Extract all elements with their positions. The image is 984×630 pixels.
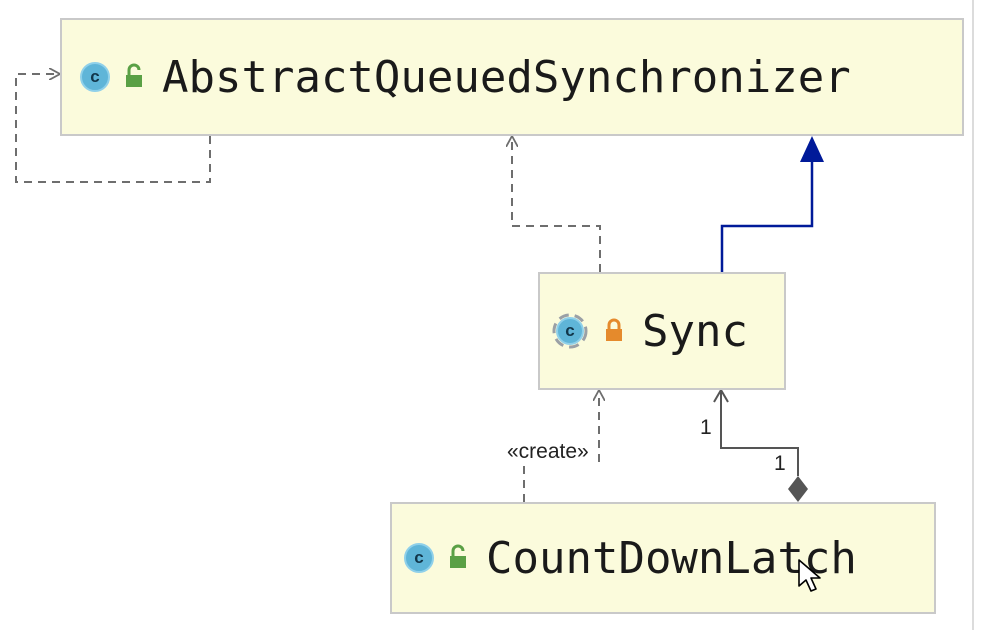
class-name: CountDownLatch bbox=[486, 532, 857, 584]
self-dependency-edge[interactable] bbox=[15, 74, 211, 183]
composition-diamond bbox=[788, 476, 808, 502]
public-unlock-icon bbox=[126, 63, 142, 87]
abstract-class-icon: c bbox=[550, 311, 590, 351]
sync-dependency-edge[interactable] bbox=[512, 136, 601, 272]
sync-inheritance-edge[interactable] bbox=[720, 136, 824, 272]
composition-source-multiplicity: 1 bbox=[774, 452, 786, 475]
composition-target-multiplicity: 1 bbox=[700, 416, 712, 439]
class-sync[interactable]: c Sync bbox=[538, 272, 786, 390]
class-name: AbstractQueuedSynchronizer bbox=[162, 51, 851, 103]
class-count-down-latch[interactable]: c CountDownLatch bbox=[390, 502, 936, 614]
mouse-cursor-icon bbox=[798, 559, 821, 592]
private-lock-icon bbox=[606, 318, 622, 341]
create-stereotype-label: «create» bbox=[507, 440, 589, 463]
composition-edge[interactable] bbox=[713, 388, 808, 502]
composition-target-arrowhead bbox=[713, 388, 729, 403]
class-abstract-queued-synchronizer[interactable]: c AbstractQueuedSynchronizer bbox=[60, 18, 964, 136]
viewport-edge bbox=[972, 0, 974, 630]
class-icon: c bbox=[404, 543, 434, 573]
class-icon: c bbox=[80, 62, 110, 92]
class-name: Sync bbox=[642, 305, 748, 357]
create-dependency-edge[interactable] bbox=[523, 390, 599, 502]
public-unlock-icon bbox=[450, 544, 466, 568]
inheritance-arrowhead bbox=[800, 136, 824, 162]
